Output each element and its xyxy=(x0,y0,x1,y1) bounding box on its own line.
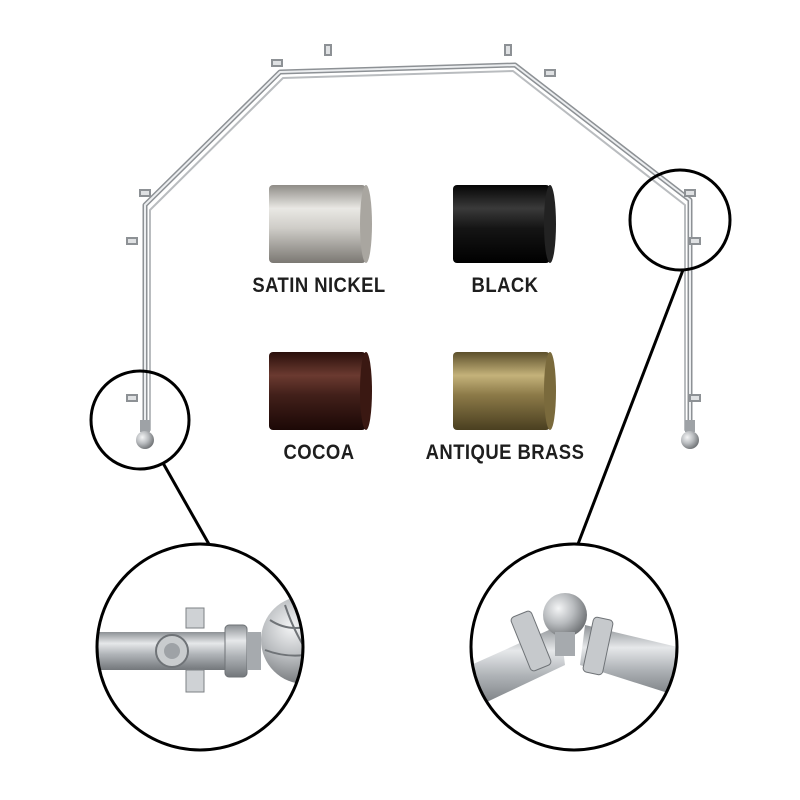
detail-finial xyxy=(97,544,303,750)
rod-brackets xyxy=(126,44,701,402)
detail-corner-connector xyxy=(471,544,677,750)
callout-circle-right xyxy=(628,168,732,272)
finial-right xyxy=(681,420,699,449)
detail-circle-right xyxy=(469,542,679,752)
finish-label-black: BLACK xyxy=(471,274,539,297)
callout-line-left xyxy=(161,462,212,547)
finish-label-satin-nickel: SATIN NICKEL xyxy=(252,274,386,297)
callout-circle-left xyxy=(89,369,191,471)
swatch-black xyxy=(453,185,556,263)
finish-label-antique-brass: ANTIQUE BRASS xyxy=(425,441,585,464)
finial-left xyxy=(136,420,154,449)
detail-circle-left xyxy=(95,542,305,752)
bay-rod xyxy=(142,62,693,439)
swatch-cocoa xyxy=(269,352,372,430)
swatch-antique-brass xyxy=(453,352,556,430)
finish-label-cocoa: COCOA xyxy=(283,441,355,464)
callout-line-right xyxy=(576,269,685,545)
swatch-satin-nickel xyxy=(269,185,372,263)
